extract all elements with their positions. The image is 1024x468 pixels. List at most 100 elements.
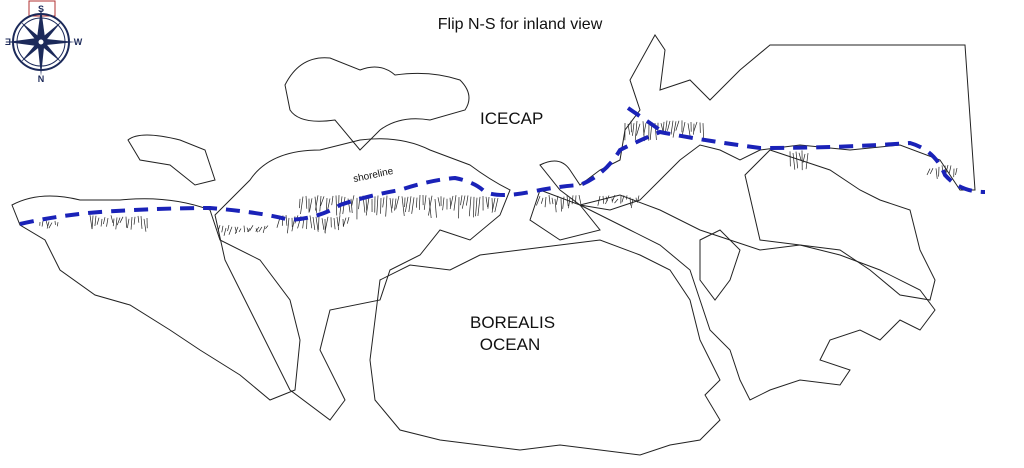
hatch-mark — [394, 198, 397, 211]
hatch-mark — [805, 153, 809, 170]
hatch-mark — [597, 195, 601, 206]
hatch-mark — [258, 226, 263, 233]
hatch-mark — [955, 167, 958, 176]
icecap-label: ICECAP — [480, 109, 544, 128]
hatch-mark — [428, 195, 433, 216]
hatch-mark — [636, 123, 641, 136]
hatch-mark — [404, 196, 409, 213]
hatch-mark — [333, 217, 336, 230]
hatch-mark — [637, 195, 640, 203]
hatch-mark — [449, 197, 451, 207]
ocean-label-line2: OCEAN — [479, 335, 541, 354]
hatch-mark — [46, 221, 50, 229]
hatch-mark — [415, 197, 418, 208]
hatch-mark — [630, 198, 634, 209]
hatch-mark — [434, 198, 437, 218]
hatch-mark — [391, 198, 394, 209]
hatch-mark — [385, 195, 388, 217]
hatch-mark — [634, 120, 638, 141]
map-title: Flip N-S for inland view — [437, 16, 603, 33]
hatch-mark — [687, 123, 691, 137]
hatch-mark — [548, 195, 551, 205]
hatch-mark — [555, 195, 559, 205]
compass-top-letter: S — [38, 4, 44, 14]
hatch-mark — [223, 227, 227, 236]
compass-rose-icon: S N E W — [5, 0, 83, 84]
hatch-mark — [468, 196, 472, 217]
hatch-mark — [119, 216, 124, 223]
hatch-mark — [103, 217, 106, 225]
hatch-mark — [243, 225, 245, 233]
hatch-mark — [401, 196, 405, 216]
hatch-mark — [262, 225, 266, 234]
hatch-mark — [621, 195, 625, 203]
hatch-mark — [116, 217, 121, 226]
hatch-mark — [536, 196, 541, 206]
hatch-mark — [314, 196, 318, 214]
hatch-mark — [948, 165, 952, 174]
hatch-mark — [540, 197, 544, 204]
hatch-mark — [566, 195, 569, 207]
hatch-mark — [935, 168, 938, 179]
hatch-mark — [346, 217, 350, 224]
hatch-mark — [460, 195, 463, 206]
hatch-mark — [309, 215, 313, 229]
hatch-mark — [672, 121, 677, 138]
hatch-mark — [551, 197, 554, 205]
hatch-mark — [130, 216, 133, 230]
hatch-mark — [437, 197, 441, 207]
hatch-mark — [89, 215, 93, 229]
hatch-mark — [473, 196, 475, 218]
hatch-mark — [423, 195, 427, 210]
hatch-mark — [442, 197, 445, 211]
hatch-mark — [382, 197, 385, 208]
hatch-mark — [627, 123, 631, 135]
ocean-label-line1: BOREALIS — [470, 313, 556, 332]
hatch-mark — [929, 168, 934, 175]
hatch-mark — [228, 226, 233, 235]
hatch-mark — [477, 196, 481, 217]
hatch-mark — [287, 217, 290, 234]
hatch-mark — [635, 197, 637, 202]
hatch-mark — [491, 197, 496, 213]
compass-right-letter: W — [74, 37, 83, 47]
hatch-mark — [110, 215, 114, 224]
hatch-mark — [238, 228, 242, 233]
icecap-hatching — [39, 120, 958, 236]
hatch-mark — [665, 120, 668, 132]
hatch-mark — [137, 215, 140, 223]
shoreline-branch — [626, 106, 662, 132]
hatch-mark — [335, 195, 338, 216]
hatch-mark — [320, 196, 325, 207]
hatch-mark — [629, 197, 631, 206]
hatch-mark — [41, 220, 44, 227]
hatch-mark — [560, 198, 562, 212]
hatch-mark — [614, 198, 619, 204]
hatch-mark — [389, 197, 393, 213]
hatch-mark — [246, 227, 249, 233]
hatch-mark — [285, 215, 288, 226]
hatch-mark — [612, 194, 616, 201]
hatch-mark — [418, 194, 421, 210]
hatch-mark — [351, 195, 355, 206]
compass-left-letter: E — [5, 37, 11, 47]
hatch-mark — [792, 152, 796, 170]
hatch-mark — [45, 220, 49, 227]
hatch-mark — [336, 216, 340, 231]
hatch-mark — [106, 218, 109, 227]
hatch-mark — [466, 195, 469, 206]
hatch-mark — [315, 216, 319, 232]
hatch-mark — [578, 194, 582, 206]
hatch-mark — [494, 197, 499, 213]
hatch-mark — [318, 216, 320, 230]
hatch-mark — [562, 196, 565, 209]
hatch-mark — [112, 218, 115, 227]
hatch-mark — [802, 153, 806, 163]
hatch-mark — [626, 195, 628, 200]
hatch-mark — [312, 216, 316, 230]
hatch-mark — [315, 195, 319, 211]
hatch-mark — [491, 198, 493, 210]
hatch-mark — [48, 222, 53, 229]
hatch-mark — [365, 198, 367, 211]
hatch-mark — [343, 217, 347, 227]
